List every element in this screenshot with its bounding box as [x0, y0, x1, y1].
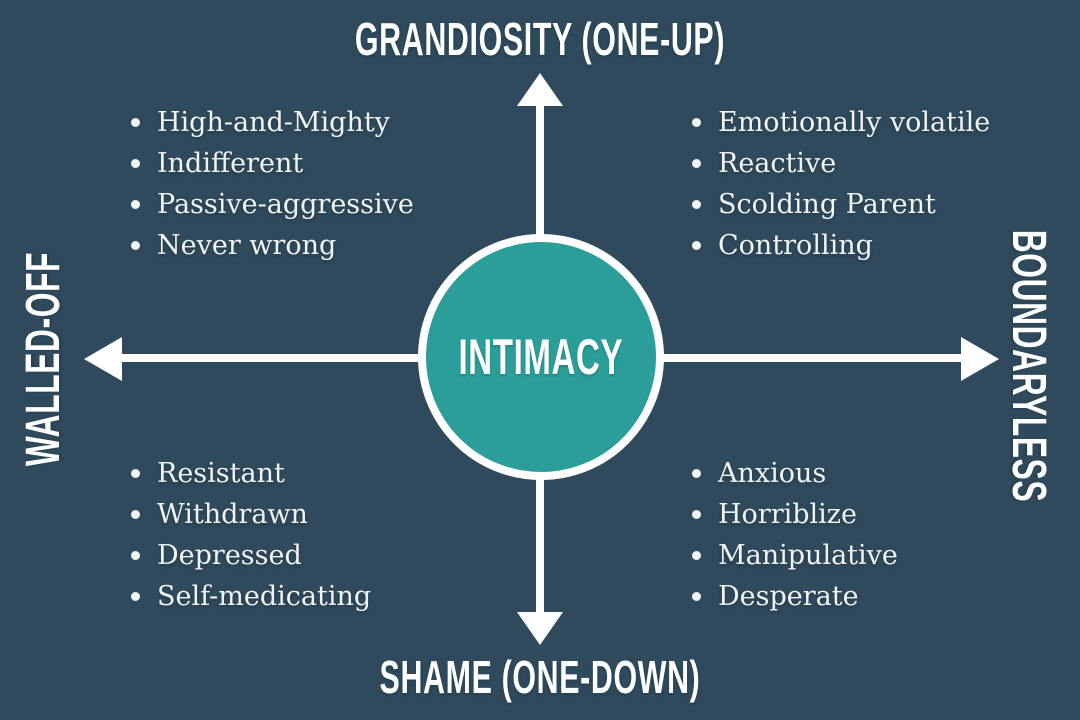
bullet-icon	[131, 551, 140, 560]
arrow-up-icon	[517, 73, 563, 106]
list-item-text: High-and-Mighty	[157, 107, 390, 138]
list-item: Resistant	[131, 453, 371, 494]
quadrant-list-bottom-right: Anxious Horriblize Manipulative Desperat…	[692, 453, 898, 617]
bullet-icon	[692, 241, 701, 250]
quadrant-list-top-left: High-and-Mighty Indifferent Passive-aggr…	[131, 102, 414, 266]
list-item-text: Reactive	[718, 148, 837, 179]
axis-label-shame: SHAME (ONE-DOWN)	[379, 651, 701, 703]
quadrant-list-top-right: Emotionally volatile Reactive Scolding P…	[692, 102, 990, 266]
list-item-text: Emotionally volatile	[718, 107, 991, 138]
list-item-text: Controlling	[718, 230, 873, 261]
list-item: Anxious	[692, 453, 898, 494]
intimacy-label: INTIMACY	[458, 329, 624, 385]
axis-label-boundaryless: BOUNDARYLESS	[1002, 229, 1055, 503]
list-item: Never wrong	[131, 225, 414, 266]
list-item: Withdrawn	[131, 494, 371, 535]
axis-label-grandiosity: GRANDIOSITY (ONE-UP)	[354, 13, 726, 65]
list-item: Horriblize	[692, 494, 898, 535]
bullet-icon	[131, 510, 140, 519]
list-item: Manipulative	[692, 535, 898, 576]
list-item-text: Scolding Parent	[718, 189, 936, 220]
intimacy-circle: INTIMACY	[418, 234, 664, 480]
bullet-icon	[692, 200, 701, 209]
arrow-right-icon	[961, 337, 999, 381]
list-item-text: Desperate	[718, 581, 859, 612]
list-item-text: Depressed	[157, 540, 302, 571]
quadrant-list-bottom-left: Resistant Withdrawn Depressed Self-medic…	[131, 453, 371, 617]
list-item-text: Manipulative	[718, 540, 898, 571]
list-item-text: Indifferent	[157, 148, 304, 179]
list-item-text: Never wrong	[157, 230, 337, 261]
bullet-icon	[131, 241, 140, 250]
axis-label-walled-off: WALLED-OFF	[17, 251, 70, 467]
list-item: Controlling	[692, 225, 990, 266]
list-item: High-and-Mighty	[131, 102, 414, 143]
list-item-text: Passive-aggressive	[157, 189, 414, 220]
list-item: Emotionally volatile	[692, 102, 990, 143]
arrow-left-icon	[84, 337, 122, 381]
list-item-text: Withdrawn	[157, 499, 308, 530]
bullet-icon	[692, 118, 701, 127]
bullet-icon	[131, 118, 140, 127]
list-item: Desperate	[692, 576, 898, 617]
bullet-icon	[692, 469, 701, 478]
bullet-icon	[131, 200, 140, 209]
list-item: Depressed	[131, 535, 371, 576]
bullet-icon	[131, 159, 140, 168]
list-item-text: Self-medicating	[157, 581, 372, 612]
bullet-icon	[131, 469, 140, 478]
bullet-icon	[692, 592, 701, 601]
bullet-icon	[692, 551, 701, 560]
list-item: Indifferent	[131, 143, 414, 184]
list-item-text: Anxious	[718, 458, 827, 489]
bullet-icon	[692, 510, 701, 519]
list-item: Scolding Parent	[692, 184, 990, 225]
bullet-icon	[692, 159, 701, 168]
list-item-text: Resistant	[157, 458, 285, 489]
bullet-icon	[131, 592, 140, 601]
list-item: Passive-aggressive	[131, 184, 414, 225]
list-item: Reactive	[692, 143, 990, 184]
list-item: Self-medicating	[131, 576, 371, 617]
arrow-down-icon	[517, 612, 563, 645]
list-item-text: Horriblize	[718, 499, 858, 530]
